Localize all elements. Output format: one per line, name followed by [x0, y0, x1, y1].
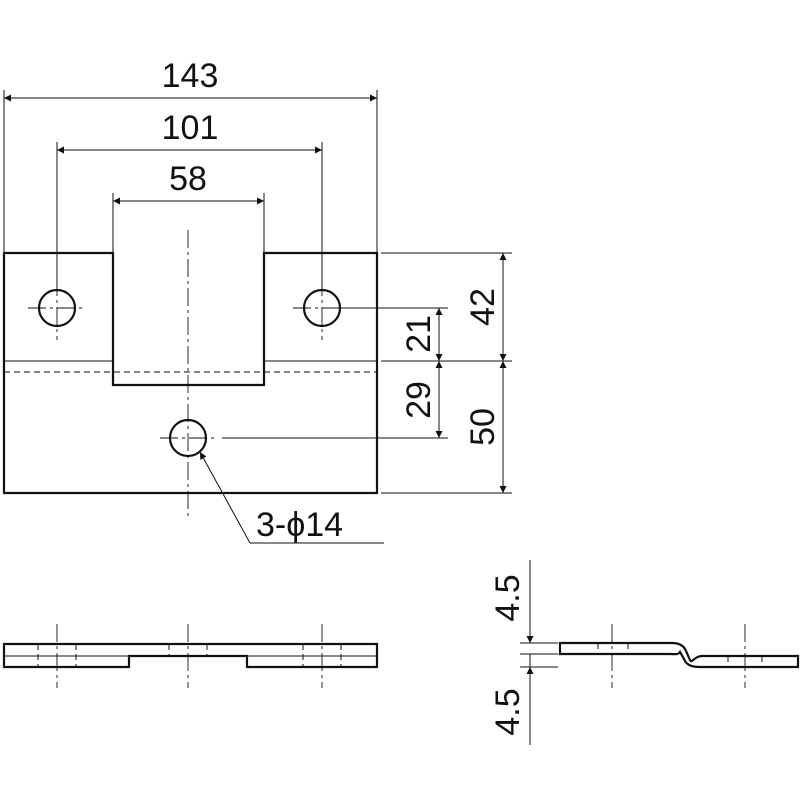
dim-text-50: 50 — [464, 408, 502, 446]
vertical-dimensions: 42 21 29 50 — [222, 252, 512, 494]
hole-callout-text: 3-ϕ14 — [256, 506, 343, 544]
hole-callout: 3-ϕ14 — [199, 451, 384, 544]
dim-text-143: 143 — [162, 57, 219, 95]
side-profile-outline — [558, 641, 800, 669]
side-profile-view: 4.5 4.5 — [489, 560, 800, 745]
dim-text-29: 29 — [400, 381, 438, 419]
horizontal-dimensions: 143 101 58 — [3, 57, 378, 290]
dim-text-42: 42 — [464, 288, 502, 326]
bottom-edge-view — [2, 624, 379, 688]
front-view — [2, 230, 379, 518]
dim-text-58: 58 — [169, 160, 207, 198]
dim-text-101: 101 — [162, 109, 219, 147]
dim-text-21: 21 — [400, 315, 438, 353]
dim-text-thickness-top: 4.5 — [489, 574, 527, 621]
dim-text-thickness-bottom: 4.5 — [489, 688, 527, 735]
